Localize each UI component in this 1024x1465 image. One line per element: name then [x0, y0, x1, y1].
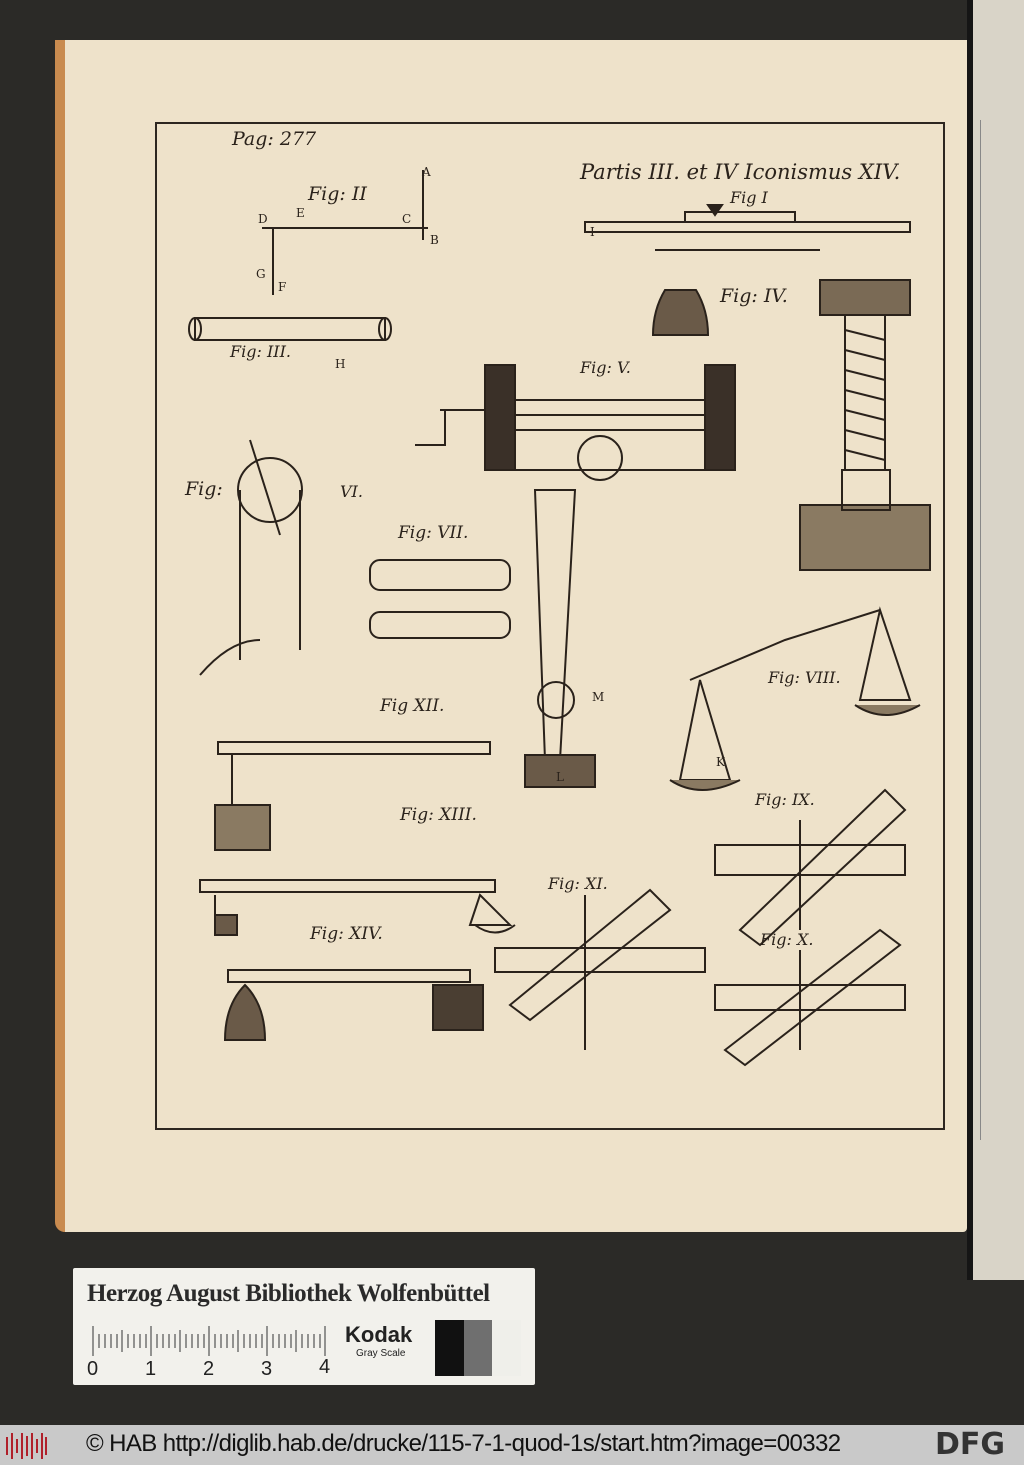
fig-14-label: Fig: XIV. — [310, 924, 383, 944]
footer-bar: © HAB http://diglib.hab.de/drucke/115-7-… — [0, 1425, 1024, 1465]
ruler-number: 4 — [319, 1356, 331, 1378]
fig-10-label: Fig: X. — [760, 930, 814, 949]
engraving-drawings — [188, 170, 931, 1067]
point-letter: B — [430, 233, 439, 247]
ruler-number: 3 — [261, 1358, 273, 1380]
point-letter: I — [590, 225, 595, 239]
fig7-tubes — [369, 559, 511, 639]
fig-2-label: Fig: II — [308, 183, 367, 205]
plate-title: Partis III. et IV Iconismus XIV. — [580, 160, 901, 184]
point-letter: M — [592, 690, 605, 704]
gray-patch — [463, 1320, 493, 1376]
fig2-lines — [262, 170, 428, 295]
fig-pulley-tackle — [524, 489, 596, 788]
point-letter: D — [258, 212, 268, 226]
book-page — [55, 40, 967, 1232]
fig-5-label: Fig: V. — [580, 358, 631, 377]
fig5-windlass — [415, 364, 736, 481]
kodak-brand: Kodak — [345, 1322, 413, 1347]
facing-page-edge — [967, 0, 1024, 1280]
fig-4-label: Fig: IV. — [720, 285, 788, 307]
fig-9-label: Fig: IX. — [755, 790, 815, 809]
fig10-diagram — [714, 928, 906, 1067]
fig-1-label: Fig I — [730, 188, 768, 207]
facing-page-frame — [980, 120, 1024, 1140]
fig6-pulley — [199, 439, 303, 676]
fig11-diagram — [494, 888, 706, 1050]
fig-3-label: Fig: III. — [230, 342, 291, 361]
ruler-number: 2 — [203, 1358, 215, 1380]
plate-frame — [155, 122, 945, 1130]
fig-6-label-number: VI. — [340, 482, 363, 501]
point-letter: A — [422, 165, 431, 179]
fig3-cylinder — [188, 317, 392, 341]
hab-logo-icon — [6, 1433, 47, 1459]
fig-11-label: Fig: XI. — [548, 874, 608, 893]
point-letter: F — [278, 280, 287, 294]
copyright-url[interactable]: © HAB http://diglib.hab.de/drucke/115-7-… — [86, 1430, 841, 1457]
dfg-logo: DFG — [935, 1427, 1006, 1462]
page-reference: Pag: 277 — [232, 128, 317, 150]
fig12-steelyard — [214, 741, 491, 851]
white-patch — [492, 1320, 522, 1376]
ruler-number: 1 — [145, 1358, 157, 1380]
fig-8-label: Fig: VIII. — [768, 668, 841, 687]
fig14-steelyard — [223, 969, 484, 1041]
fig1-balance — [584, 204, 911, 336]
ruler-number: 0 — [87, 1358, 99, 1380]
fig-13-label: Fig: XIII. — [400, 805, 477, 825]
fig13-steelyard — [199, 879, 516, 936]
point-letter: H — [335, 357, 346, 371]
ruler-scale — [92, 1326, 326, 1356]
point-letter: G — [256, 267, 266, 281]
point-letter: K — [716, 755, 725, 769]
fig-7-label: Fig: VII. — [398, 523, 469, 543]
gray-scale-patches — [435, 1320, 522, 1376]
fig-6-label-prefix: Fig: — [185, 478, 223, 500]
gray-scale-label: Gray Scale — [356, 1348, 406, 1359]
point-letter: L — [556, 770, 564, 784]
library-color-card: Herzog August Bibliothek Wolfenbüttel 0 … — [73, 1268, 535, 1385]
fig9-diagram — [714, 788, 907, 947]
point-letter: C — [402, 212, 412, 226]
point-letter: E — [296, 206, 305, 220]
fig-12-label: Fig XII. — [380, 696, 445, 716]
fig8-scale — [669, 606, 921, 791]
black-patch — [435, 1320, 464, 1376]
library-name: Herzog August Bibliothek Wolfenbüttel — [87, 1280, 490, 1307]
fig4-screw-press — [799, 279, 931, 571]
